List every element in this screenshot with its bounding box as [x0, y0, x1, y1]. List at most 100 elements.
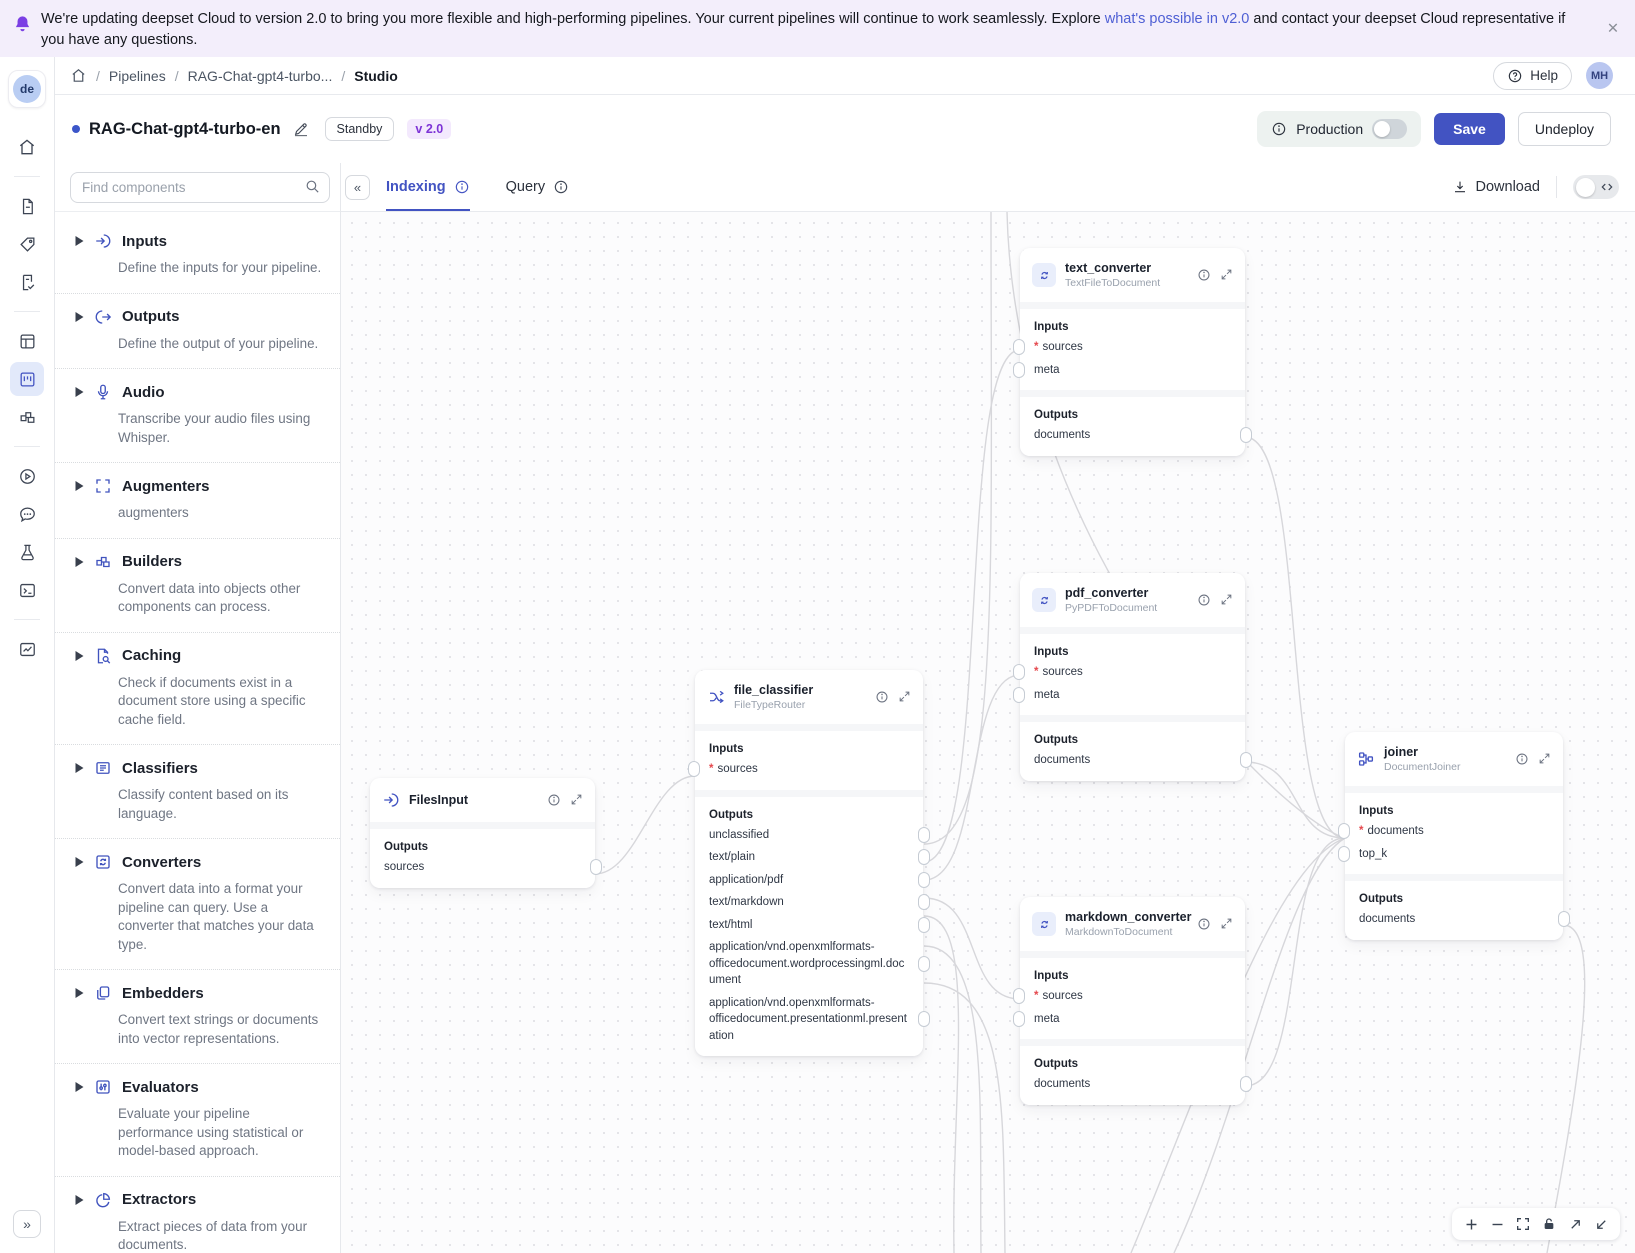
- info-icon[interactable]: [1197, 593, 1211, 607]
- port-handle[interactable]: [1013, 339, 1025, 356]
- category-classifiers[interactable]: Classifiers Classify content based on it…: [55, 745, 340, 839]
- pipeline-edge[interactable]: [594, 775, 696, 875]
- production-toggle[interactable]: [1372, 119, 1408, 139]
- port-handle[interactable]: [1338, 823, 1350, 840]
- zoom-out-icon[interactable]: [1484, 1211, 1510, 1237]
- category-embedders[interactable]: Embedders Convert text strings or docume…: [55, 970, 340, 1064]
- caret-right-icon[interactable]: [75, 1194, 84, 1205]
- node-file-classifier[interactable]: file_classifier FileTypeRouter Inputs *s…: [688, 670, 930, 1056]
- caret-right-icon[interactable]: [75, 1082, 84, 1092]
- category-evaluators[interactable]: Evaluators Evaluate your pipeline perfor…: [55, 1064, 340, 1177]
- sidebar-item-jobs[interactable]: [10, 573, 44, 607]
- sidebar-item-pipeline-templates[interactable]: [10, 324, 44, 358]
- pipeline-edge[interactable]: [923, 982, 1006, 1253]
- category-augmenters[interactable]: Augmenters augmenters: [55, 463, 340, 539]
- expand-rail-button[interactable]: »: [13, 1210, 41, 1238]
- edit-pencil-icon[interactable]: [293, 121, 309, 137]
- caret-right-icon[interactable]: [75, 556, 84, 567]
- node-files-input[interactable]: FilesInput Outputs sources: [370, 778, 602, 888]
- sidebar-item-evaluations[interactable]: [10, 265, 44, 299]
- sidebar-item-usage[interactable]: [10, 632, 44, 666]
- caret-right-icon[interactable]: [75, 481, 84, 491]
- port-handle[interactable]: [1240, 1076, 1252, 1093]
- node-joiner[interactable]: joiner DocumentJoiner Inputs *documents: [1338, 732, 1570, 940]
- tab-indexing[interactable]: Indexing: [386, 163, 470, 211]
- port-handle[interactable]: [590, 859, 602, 876]
- port-handle[interactable]: [688, 761, 700, 778]
- caret-right-icon[interactable]: [75, 311, 84, 322]
- port-handle[interactable]: [918, 1011, 930, 1028]
- node-text-converter[interactable]: text_converter TextFileToDocument Inputs…: [1013, 248, 1252, 456]
- expand-icon[interactable]: [570, 793, 583, 807]
- port-handle[interactable]: [1240, 752, 1252, 769]
- category-converters[interactable]: Converters Convert data into a format yo…: [55, 839, 340, 970]
- save-button[interactable]: Save: [1434, 113, 1505, 145]
- port-handle[interactable]: [918, 826, 930, 843]
- fit-view-icon[interactable]: [1510, 1211, 1536, 1237]
- sidebar-item-playground[interactable]: [10, 459, 44, 493]
- pipeline-edge[interactable]: [923, 212, 993, 845]
- category-extractors[interactable]: Extractors Extract pieces of data from y…: [55, 1177, 340, 1253]
- breadcrumb-pipelines[interactable]: Pipelines: [108, 67, 166, 84]
- lock-icon[interactable]: [1536, 1211, 1562, 1237]
- close-icon[interactable]: ✕: [1606, 21, 1619, 37]
- caret-right-icon[interactable]: [75, 650, 84, 661]
- workspace-logo[interactable]: de: [8, 70, 46, 108]
- download-button[interactable]: Download: [1452, 179, 1540, 195]
- port-handle[interactable]: [918, 894, 930, 911]
- info-icon[interactable]: [1197, 268, 1211, 282]
- pipeline-edge[interactable]: [1173, 837, 1346, 1253]
- expand-icon[interactable]: [1220, 268, 1233, 282]
- help-button[interactable]: Help: [1493, 61, 1572, 90]
- sidebar-item-home[interactable]: [10, 130, 44, 164]
- sidebar-item-files[interactable]: [10, 189, 44, 223]
- sidebar-item-labels[interactable]: [10, 227, 44, 261]
- info-icon[interactable]: [454, 179, 470, 195]
- pipeline-edge[interactable]: [1244, 837, 1346, 1087]
- caret-right-icon[interactable]: [75, 763, 84, 773]
- port-handle[interactable]: [918, 916, 930, 933]
- expand-icon[interactable]: [1220, 593, 1233, 607]
- pipeline-edge[interactable]: [923, 945, 982, 1253]
- caret-right-icon[interactable]: [75, 988, 84, 998]
- banner-link[interactable]: what's possible in v2.0: [1104, 11, 1250, 27]
- port-handle[interactable]: [1338, 845, 1350, 862]
- breadcrumb-pipeline-name[interactable]: RAG-Chat-gpt4-turbo...: [187, 67, 333, 84]
- port-handle[interactable]: [1240, 427, 1252, 444]
- user-avatar[interactable]: MH: [1586, 62, 1613, 89]
- info-icon[interactable]: [553, 179, 569, 195]
- port-handle[interactable]: [1558, 911, 1570, 928]
- category-builders[interactable]: Builders Convert data into objects other…: [55, 539, 340, 633]
- collapse-sidebar-button[interactable]: «: [345, 174, 370, 200]
- info-icon[interactable]: [875, 690, 889, 704]
- pipeline-canvas[interactable]: FilesInput Outputs sources: [341, 212, 1635, 1253]
- pipeline-edge[interactable]: [923, 915, 960, 1253]
- search-input[interactable]: [70, 171, 330, 203]
- sidebar-item-chat[interactable]: [10, 497, 44, 531]
- pipeline-edge[interactable]: [923, 674, 1021, 881]
- caret-right-icon[interactable]: [75, 236, 84, 246]
- diagonal-arrow-sw-icon[interactable]: [1588, 1211, 1614, 1237]
- category-audio[interactable]: Audio Transcribe your audio files using …: [55, 369, 340, 463]
- port-handle[interactable]: [1013, 686, 1025, 703]
- category-outputs[interactable]: Outputs Define the output of your pipeli…: [55, 294, 340, 369]
- pipeline-edge[interactable]: [1546, 924, 1586, 1253]
- expand-icon[interactable]: [1220, 917, 1233, 931]
- info-icon[interactable]: [1271, 121, 1287, 137]
- info-icon[interactable]: [547, 793, 561, 807]
- home-icon[interactable]: [70, 67, 87, 84]
- tab-query[interactable]: Query: [506, 163, 570, 211]
- port-handle[interactable]: [1013, 1010, 1025, 1027]
- info-icon[interactable]: [1515, 752, 1529, 766]
- port-handle[interactable]: [918, 871, 930, 888]
- search-icon[interactable]: [304, 178, 321, 195]
- port-handle[interactable]: [918, 955, 930, 972]
- caret-right-icon[interactable]: [75, 387, 84, 397]
- port-handle[interactable]: [918, 849, 930, 866]
- category-inputs[interactable]: Inputs Define the inputs for your pipeli…: [55, 218, 340, 294]
- pipeline-edge[interactable]: [923, 897, 1021, 1000]
- zoom-in-icon[interactable]: [1458, 1211, 1484, 1237]
- sidebar-item-components[interactable]: [10, 400, 44, 434]
- code-view-toggle[interactable]: [1573, 175, 1619, 199]
- port-handle[interactable]: [1013, 664, 1025, 681]
